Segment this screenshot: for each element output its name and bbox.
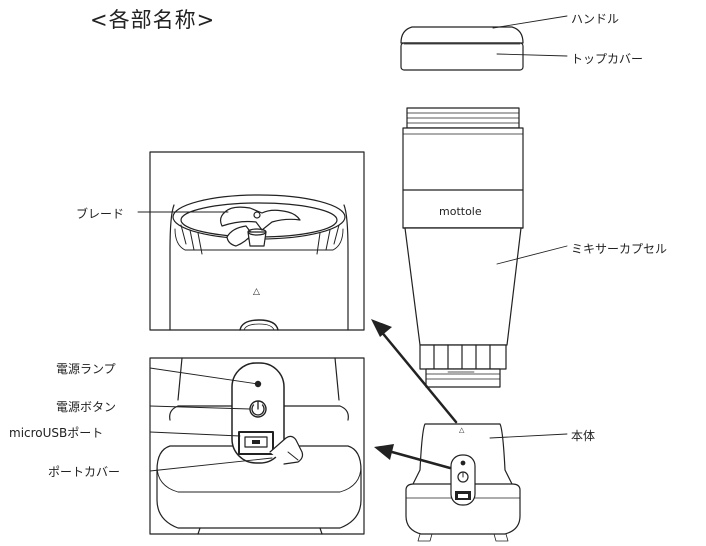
blade-detail (149, 151, 365, 331)
leader-capsule (496, 245, 568, 265)
main-body-small (405, 423, 521, 542)
label-handle: ハンドル (571, 12, 620, 26)
leader-body (489, 433, 568, 439)
leader-lines-control (149, 367, 273, 472)
label-body: 本体 (571, 429, 596, 443)
label-power-button: 電源ボタン (56, 400, 117, 414)
label-top-cover: トップカバー (571, 52, 644, 66)
control-detail (149, 357, 365, 535)
triangle-mark: △ (253, 287, 260, 297)
top-cover (400, 26, 524, 71)
page-title: <各部名称> (90, 8, 216, 32)
label-power-lamp: 電源ランプ (56, 362, 116, 376)
label-usb-port: microUSBポート (9, 426, 104, 440)
arrow-icon (371, 319, 458, 470)
triangle-mark-small: △ (459, 426, 465, 434)
mixer-capsule (402, 107, 524, 388)
leader-lines-top (492, 15, 568, 57)
label-port-cover: ポートカバー (48, 465, 121, 479)
label-blade: ブレード (76, 207, 125, 221)
label-mixer-capsule: ミキサーカプセル (571, 242, 668, 256)
brand-logo: mottole (439, 205, 482, 218)
